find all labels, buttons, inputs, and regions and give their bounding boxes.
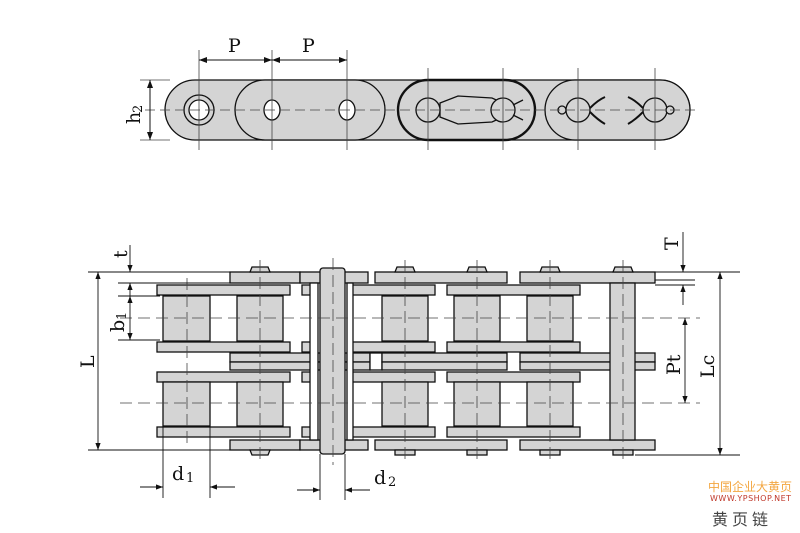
outer-plates xyxy=(229,271,656,451)
pin-gap xyxy=(346,282,354,441)
rollers xyxy=(162,295,574,427)
pin-diameter-label: d 2 xyxy=(374,467,396,490)
top-dimensions xyxy=(147,57,347,140)
roller-diameter-label: d 1 xyxy=(172,463,194,486)
svg-text:b: b xyxy=(107,320,129,332)
connecting-pin xyxy=(319,267,346,455)
svg-text:2: 2 xyxy=(131,105,146,113)
svg-text:2: 2 xyxy=(388,475,396,490)
svg-text:d: d xyxy=(172,463,184,485)
top-centerlines xyxy=(140,50,700,150)
svg-text:t: t xyxy=(110,250,132,258)
svg-text:T: T xyxy=(661,237,683,250)
front-view xyxy=(156,266,656,456)
thickness-T-label: T xyxy=(661,237,683,250)
svg-text:Lc: Lc xyxy=(697,355,719,378)
inner-width-label: b 1 xyxy=(107,312,130,332)
pin-gap xyxy=(309,282,319,441)
svg-text:1: 1 xyxy=(115,312,130,320)
svg-text:1: 1 xyxy=(186,471,194,486)
pin-length-label: L xyxy=(77,355,99,368)
watermark-line-3: 黄页链 xyxy=(712,510,773,529)
svg-text:L: L xyxy=(77,355,99,368)
svg-text:Pt: Pt xyxy=(663,354,685,375)
plate-thickness-label: t xyxy=(110,250,132,258)
svg-text:h: h xyxy=(123,112,145,124)
cotter-pin-legs xyxy=(589,96,644,125)
connecting-pin-length-label: Lc xyxy=(697,355,719,378)
pitch-label: P xyxy=(302,35,315,57)
watermark-line-1: 中国企业大黄页 xyxy=(708,480,793,494)
offset-pin xyxy=(609,282,636,441)
front-centerlines xyxy=(120,258,700,465)
plate-height-label: h 2 xyxy=(123,105,146,124)
inner-plates xyxy=(156,284,581,438)
pitch-label: P xyxy=(228,35,241,57)
transverse-pitch-label: Pt xyxy=(663,354,685,375)
watermark-url: WWW.YPSHOP.NET xyxy=(710,494,792,503)
svg-text:d: d xyxy=(374,467,386,489)
front-dimensions xyxy=(88,232,740,500)
